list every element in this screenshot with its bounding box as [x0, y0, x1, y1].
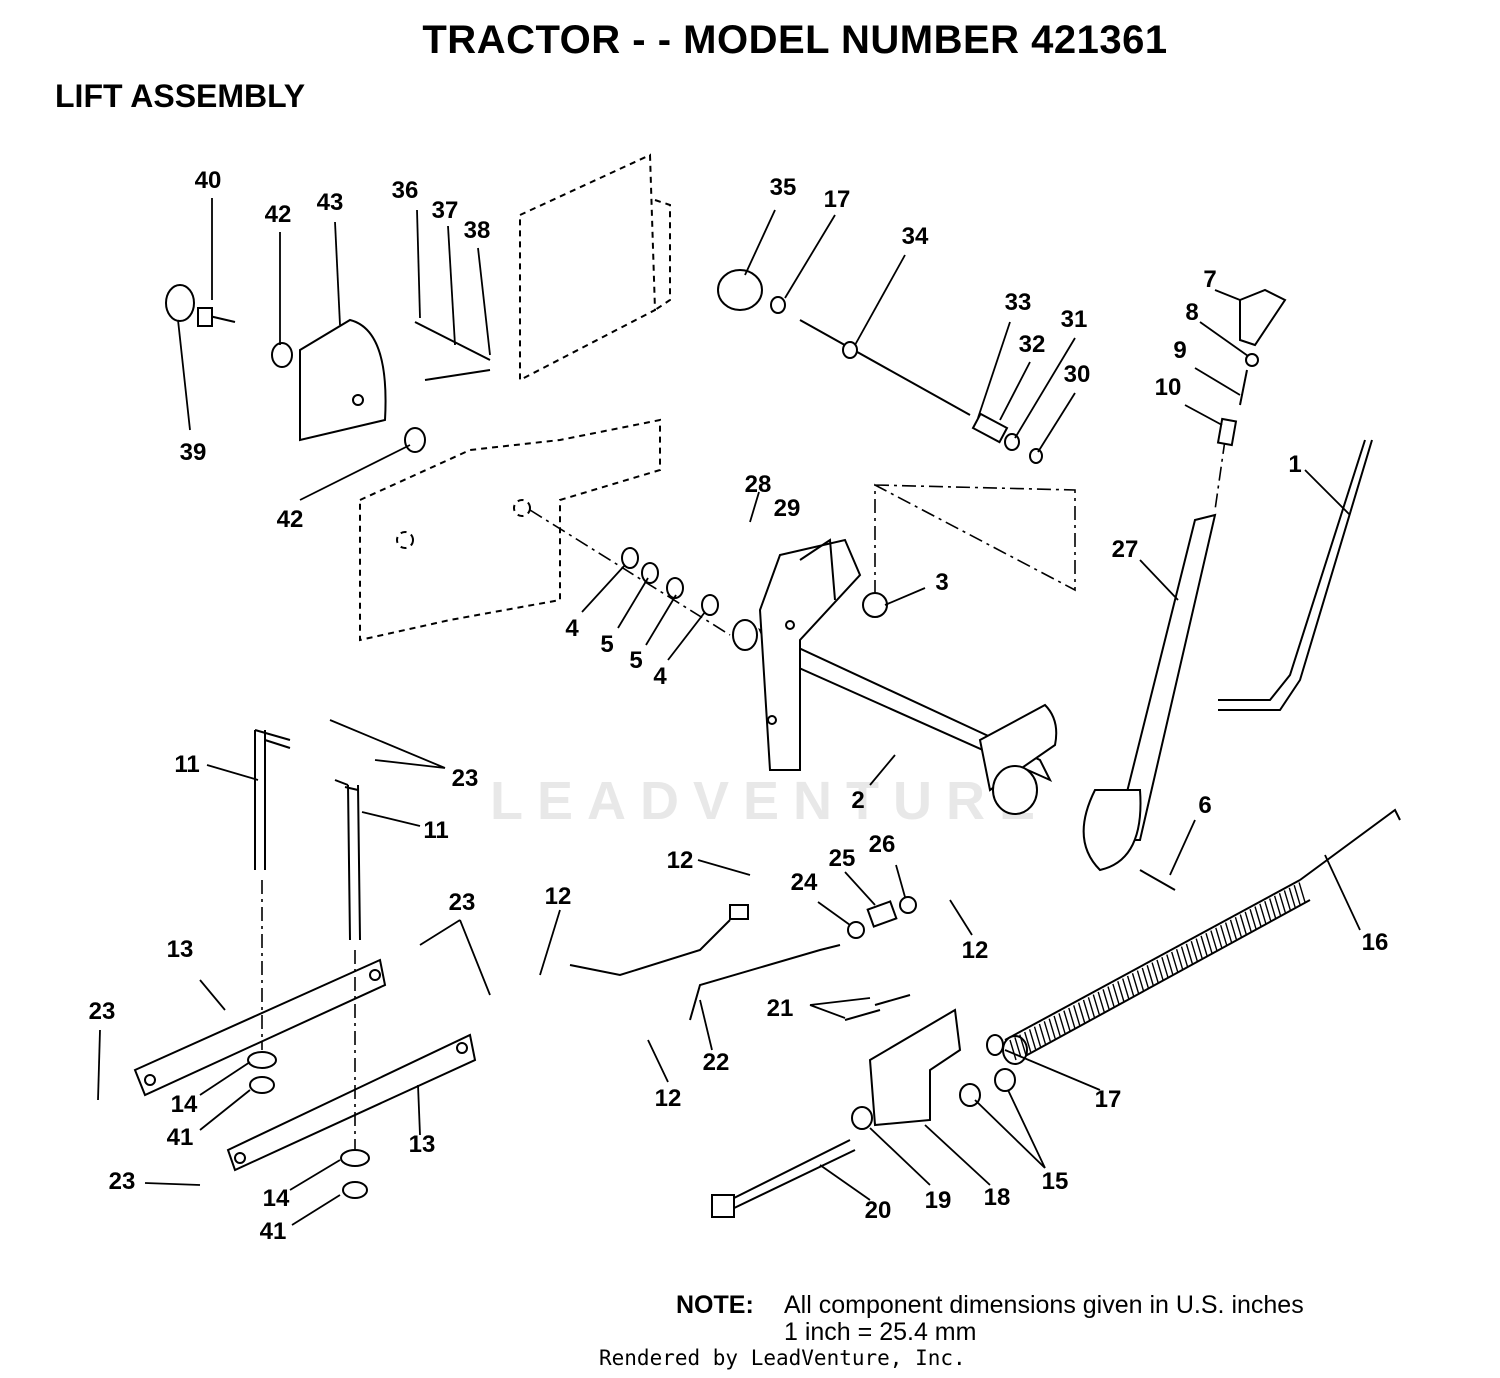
callout-label-26: 26 [869, 831, 896, 858]
callout-label-12: 12 [545, 883, 572, 910]
callout-label-3: 3 [935, 569, 948, 596]
callout-label-39: 39 [180, 439, 207, 466]
callout-label-12: 12 [962, 937, 989, 964]
callout-label-9: 9 [1173, 337, 1186, 364]
callout-label-2: 2 [851, 787, 864, 814]
callout-label-23: 23 [449, 889, 476, 916]
callout-label-5: 5 [600, 631, 613, 658]
callout-label-31: 31 [1061, 306, 1088, 333]
callout-label-42: 42 [265, 201, 292, 228]
callout-label-29: 29 [774, 495, 801, 522]
note-text: All component dimensions given in U.S. i… [784, 1291, 1304, 1319]
callout-label-14: 14 [263, 1185, 290, 1212]
callout-label-6: 6 [1198, 792, 1211, 819]
footer-credit: Rendered by LeadVenture, Inc. [599, 1346, 966, 1370]
dimension-note: NOTE: All component dimensions given in U… [676, 1292, 1304, 1346]
parts-artwork [133, 153, 1401, 1218]
callout-label-18: 18 [984, 1184, 1011, 1211]
callout-label-38: 38 [464, 217, 491, 244]
callout-label-20: 20 [865, 1197, 892, 1224]
callout-label-22: 22 [703, 1049, 730, 1076]
callout-label-25: 25 [829, 845, 856, 872]
callout-label-35: 35 [770, 174, 797, 201]
callout-label-17: 17 [824, 186, 851, 213]
callout-label-33: 33 [1005, 289, 1032, 316]
note-line-2: 1 inch = 25.4 mm [784, 1318, 977, 1346]
callout-label-34: 34 [902, 223, 929, 250]
callout-label-32: 32 [1019, 331, 1046, 358]
callout-label-5: 5 [629, 647, 642, 674]
callout-label-13: 13 [167, 936, 194, 963]
callout-label-4: 4 [653, 663, 667, 690]
callout-label-41: 41 [260, 1218, 287, 1245]
callout-label-40: 40 [195, 167, 222, 194]
page-title: TRACTOR - - MODEL NUMBER 421361 [422, 18, 1168, 62]
callout-label-10: 10 [1155, 374, 1182, 401]
callout-label-19: 19 [925, 1187, 952, 1214]
callout-label-12: 12 [655, 1085, 682, 1112]
callout-label-8: 8 [1185, 299, 1198, 326]
callout-label-24: 24 [791, 869, 818, 896]
callout-label-13: 13 [409, 1131, 436, 1158]
callout-label-14: 14 [171, 1091, 198, 1118]
spring-16-coils [1009, 882, 1306, 1061]
note-label: NOTE: [676, 1291, 754, 1319]
callout-label-41: 41 [167, 1124, 194, 1151]
callout-label-11: 11 [423, 817, 448, 844]
callout-label-43: 43 [317, 189, 344, 216]
callout-label-37: 37 [432, 197, 459, 224]
callout-label-42: 42 [277, 506, 304, 533]
callout-label-28: 28 [745, 471, 772, 498]
leader-lines [97, 198, 1361, 1226]
callout-label-27: 27 [1112, 536, 1139, 563]
callout-label-17: 17 [1095, 1086, 1122, 1113]
callout-label-15: 15 [1042, 1168, 1069, 1195]
callout-label-4: 4 [565, 615, 579, 642]
callout-label-16: 16 [1362, 929, 1389, 956]
note-line-1: NOTE: All component dimensions given in U… [676, 1292, 1304, 1319]
watermark-text: LEADVENTURE [490, 771, 1050, 831]
callout-label-7: 7 [1203, 266, 1216, 293]
callout-label-30: 30 [1064, 361, 1091, 388]
page-subtitle: LIFT ASSEMBLY [55, 78, 306, 114]
callout-label-36: 36 [392, 177, 419, 204]
callout-label-23: 23 [109, 1168, 136, 1195]
callout-label-23: 23 [452, 765, 479, 792]
callout-label-12: 12 [667, 847, 694, 874]
callout-label-11: 11 [174, 751, 199, 778]
callout-label-21: 21 [767, 995, 794, 1022]
callout-label-1: 1 [1288, 451, 1301, 478]
callout-label-23: 23 [89, 998, 116, 1025]
